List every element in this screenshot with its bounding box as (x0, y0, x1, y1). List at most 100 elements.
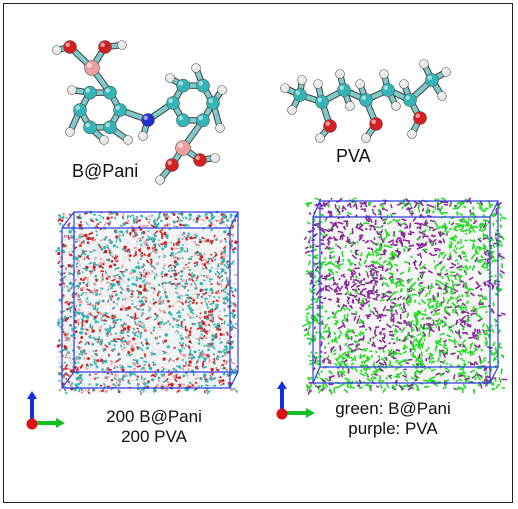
carbon-atom (196, 113, 210, 128)
particle (185, 388, 189, 392)
particle (196, 367, 200, 370)
particle (113, 365, 117, 368)
particle (209, 319, 214, 323)
hydrogen-atom (215, 123, 225, 133)
particle (151, 378, 155, 382)
particle (359, 222, 364, 227)
particle (352, 241, 357, 245)
particle (199, 281, 204, 286)
particle (174, 256, 177, 259)
particle (131, 228, 136, 232)
particle (423, 249, 428, 254)
particle (308, 239, 311, 242)
particle (120, 264, 125, 269)
particle (114, 293, 118, 297)
hydrogen-atom (407, 129, 417, 139)
particle (405, 301, 410, 307)
hydrogen-atom (391, 101, 401, 111)
particle (125, 300, 129, 304)
left-box-edges (61, 211, 239, 389)
particle (365, 298, 368, 302)
particle (493, 376, 497, 380)
particle (96, 359, 100, 363)
particle (199, 343, 203, 347)
particle (87, 335, 93, 340)
particle (158, 295, 163, 300)
particle (77, 267, 80, 270)
particle (169, 218, 175, 222)
particle (64, 391, 68, 395)
particle (149, 301, 153, 305)
particle (187, 257, 193, 261)
carbon-atom-highlight (427, 75, 432, 80)
carbon-atom (315, 95, 329, 109)
particle (223, 230, 227, 234)
particle (378, 232, 383, 236)
particle (153, 287, 156, 291)
particle (395, 240, 399, 244)
particle (211, 215, 216, 221)
particle (231, 259, 235, 265)
particle (149, 219, 152, 222)
particle (68, 285, 71, 288)
particle (355, 275, 358, 279)
particle (162, 286, 167, 290)
hydrogen-atom-highlight (420, 60, 424, 64)
particle (159, 378, 163, 382)
particle (56, 344, 60, 348)
particle (208, 384, 213, 388)
particle (57, 371, 62, 376)
particle (108, 267, 113, 272)
particle (113, 377, 117, 381)
particle (404, 378, 409, 382)
particle (141, 247, 145, 250)
particle (414, 266, 419, 271)
particle (221, 366, 225, 370)
particle (104, 369, 107, 372)
particle (104, 255, 107, 259)
particle (90, 384, 95, 388)
particle (61, 216, 65, 220)
particle (89, 323, 92, 329)
carbon-atom (176, 78, 190, 93)
particle (418, 252, 423, 259)
particle (210, 257, 214, 263)
particle (139, 253, 142, 256)
hydrogen-atom (399, 79, 409, 89)
particle (93, 366, 96, 368)
particle (346, 355, 353, 359)
particle (157, 307, 160, 311)
particle (74, 330, 78, 334)
particle (136, 307, 141, 311)
particle (178, 365, 182, 370)
particle (177, 218, 184, 222)
hydrogen-atom-highlight (211, 154, 215, 158)
particle (198, 316, 202, 320)
particle (58, 352, 63, 356)
particle (147, 275, 150, 278)
particle (326, 357, 332, 363)
particle (451, 279, 454, 285)
particle (100, 278, 104, 283)
particle (168, 211, 171, 215)
particle (77, 382, 80, 386)
particle (183, 233, 187, 237)
particle (435, 279, 440, 283)
particle (224, 364, 226, 367)
particle (432, 321, 435, 325)
particle (455, 379, 459, 383)
particle (149, 331, 153, 335)
particle (464, 264, 469, 271)
particle (186, 331, 190, 334)
particle (492, 341, 496, 347)
particle (148, 349, 152, 353)
particle (381, 328, 384, 331)
particle (158, 351, 161, 355)
particle (186, 296, 189, 299)
particle (138, 248, 142, 253)
particle (314, 265, 319, 272)
particle (139, 357, 144, 360)
particle (133, 305, 138, 308)
particle (121, 336, 125, 340)
particle (68, 364, 71, 368)
